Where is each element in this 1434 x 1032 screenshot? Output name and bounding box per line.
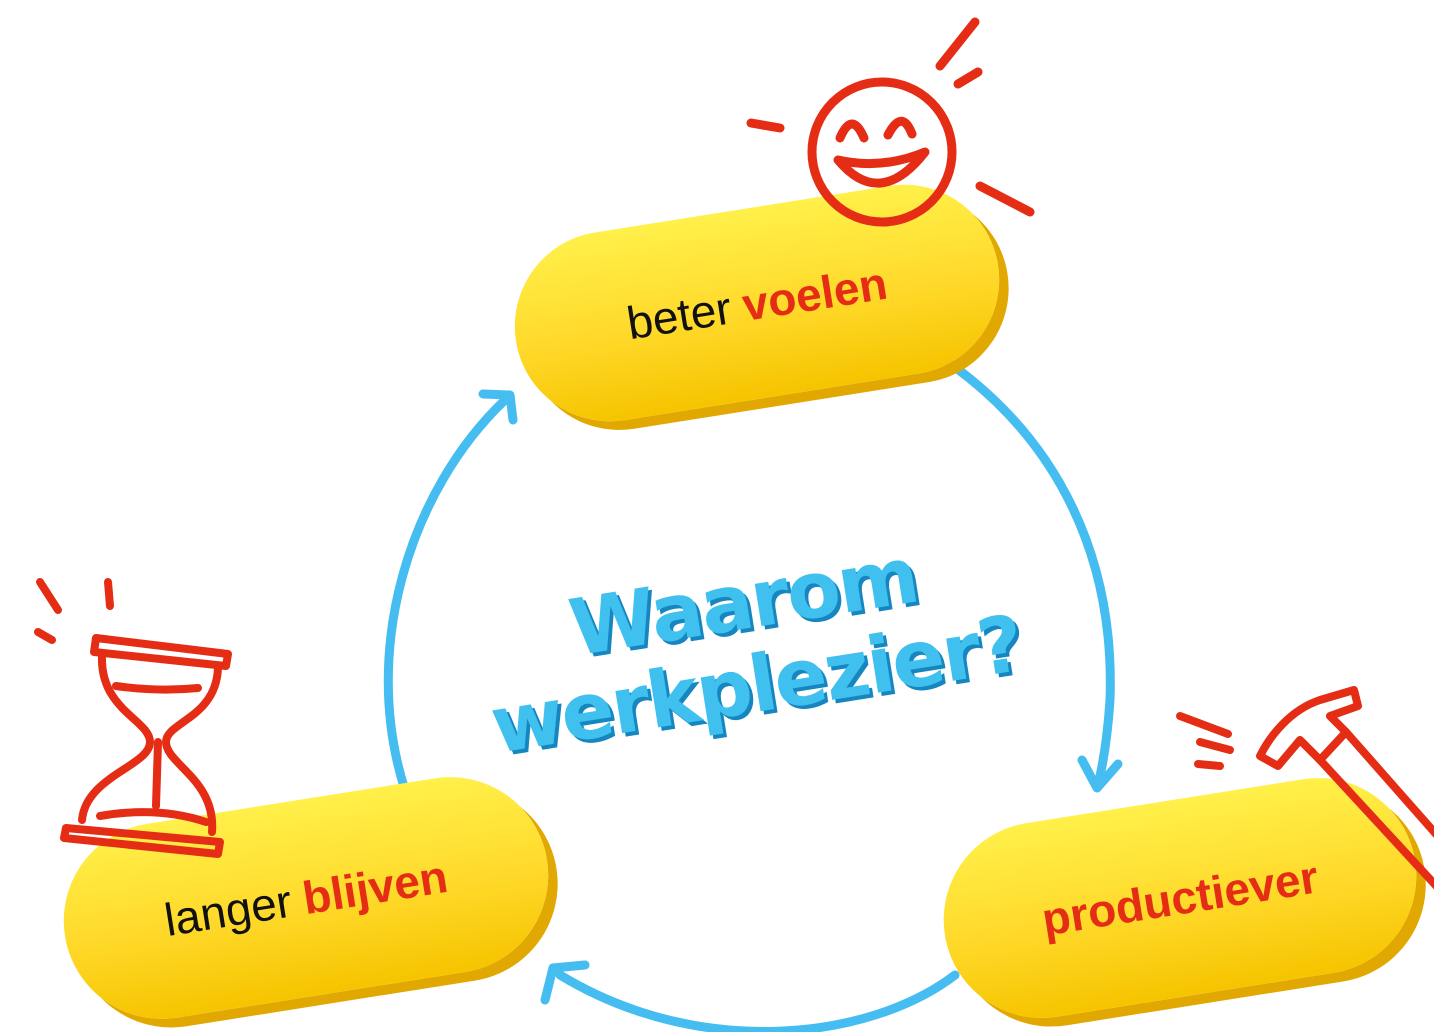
arrow-to-beter [383,395,510,795]
arrowhead-langer [540,960,590,1005]
arrow-to-productiever [940,355,1115,790]
arrowhead-productiever [1077,755,1123,793]
node-beter-voelen-plain: beter [623,281,735,350]
node-beter-voelen-accent: voelen [738,256,891,331]
node-langer-blijven-accent: blijven [299,849,452,925]
hammer-icon [1176,686,1434,890]
node-langer-blijven-plain: langer [160,874,296,947]
hourglass-icon [34,578,232,858]
arrow-to-langer [555,970,960,1032]
smiley-icon [746,17,1035,227]
arrowhead-beter [478,389,518,425]
